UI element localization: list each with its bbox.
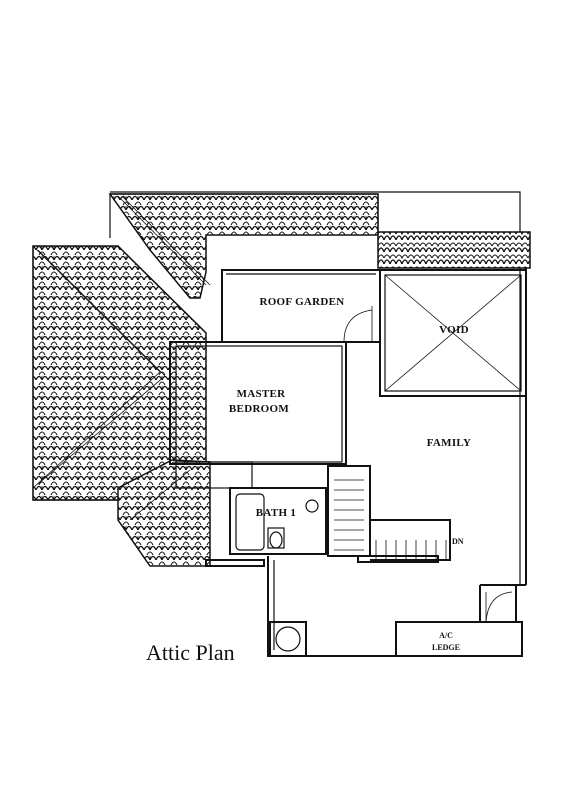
plan-title: Attic Plan <box>146 640 235 665</box>
roof-tiles <box>32 193 531 567</box>
ac-ledge-label-line1: A/C <box>439 631 453 640</box>
ac-ledge-label-line2: LEDGE <box>432 643 460 652</box>
master-bedroom-label-line1: MASTER <box>237 388 287 400</box>
walls <box>110 191 527 657</box>
family-label: FAMILY <box>427 437 472 449</box>
master-bedroom-label-line2: BEDROOM <box>229 403 289 415</box>
stair-down-label: DN <box>452 537 464 546</box>
stair-treads <box>334 479 447 560</box>
room-labels: ROOF GARDEN VOID MASTER BEDROOM FAMILY B… <box>146 296 471 665</box>
roof-garden-label: ROOF GARDEN <box>259 296 344 308</box>
void-label: VOID <box>439 324 469 336</box>
bath-label: BATH 1 <box>256 507 296 519</box>
